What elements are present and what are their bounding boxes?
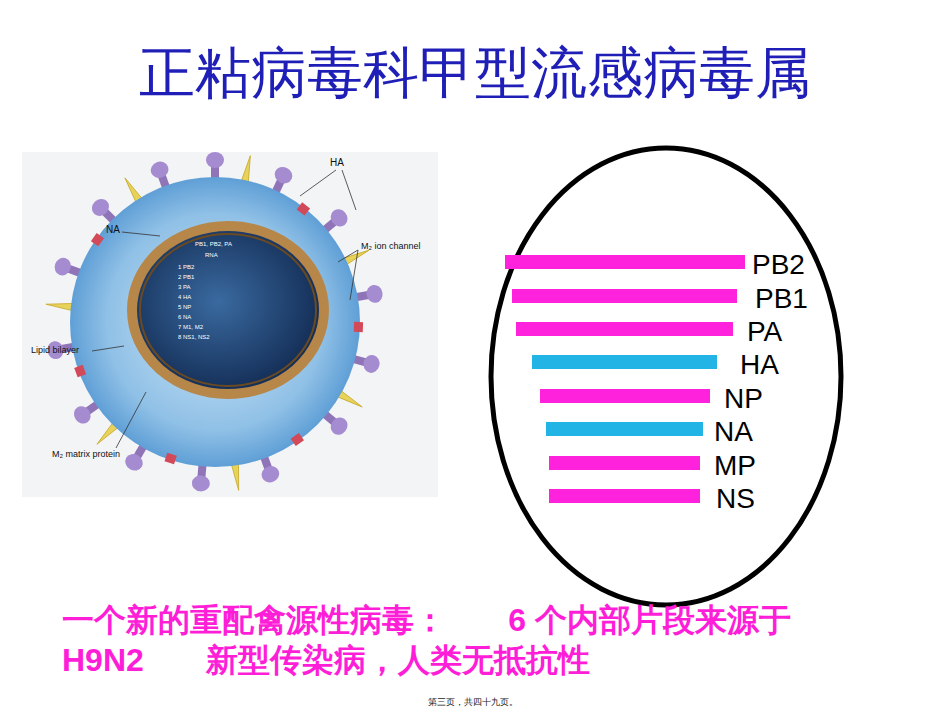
genome-ellipse: PB2PB1PAHA NPNA MPNS bbox=[488, 145, 844, 608]
na-spikes bbox=[46, 155, 371, 491]
core-label: PB1, PB2, PA bbox=[195, 240, 232, 248]
segment-line: 3 PA bbox=[178, 283, 191, 291]
part-label: M₂ matrix protein bbox=[52, 449, 120, 460]
part-label: HA bbox=[330, 157, 344, 169]
ellipse-outline bbox=[488, 145, 844, 608]
segment-bar bbox=[540, 389, 710, 403]
segment-label: NS bbox=[716, 484, 755, 514]
segment-line: 6 NA bbox=[178, 313, 191, 321]
matrix-inner-line bbox=[140, 234, 316, 386]
segment-label: NA bbox=[714, 417, 753, 447]
segment-bar bbox=[512, 289, 737, 303]
slide-title: 正粘病毒科甲型流感病毒属 bbox=[0, 40, 950, 106]
segment-bar bbox=[549, 489, 700, 503]
segment-bar bbox=[549, 456, 700, 470]
lipid-bilayer bbox=[70, 177, 360, 467]
segment-bar bbox=[516, 322, 733, 336]
segment-label: PB1 bbox=[755, 284, 808, 314]
segment-line: 4 HA bbox=[178, 293, 191, 301]
leader-lines bbox=[92, 170, 358, 448]
part-label: NA bbox=[106, 224, 120, 236]
segment-label: MP bbox=[714, 451, 756, 481]
segment-label: NP bbox=[724, 384, 763, 414]
segment-bar bbox=[505, 255, 745, 269]
m2-channels bbox=[74, 202, 363, 464]
illustration-ground bbox=[22, 152, 438, 497]
segment-bar bbox=[546, 422, 703, 436]
segment-bar bbox=[532, 355, 717, 369]
part-label: Lipid bilayer bbox=[31, 345, 79, 356]
matrix-shell bbox=[132, 226, 324, 394]
segment-line: 1 PB2 bbox=[178, 263, 194, 271]
part-label: M₂ ion channel bbox=[361, 241, 421, 252]
segment-label: PB2 bbox=[752, 250, 805, 280]
slide-caption: 一个新的重配禽源性病毒： 6 个内部片段来源于 H9N2 新型传染病，人类无抵抗… bbox=[62, 600, 832, 680]
segment-line: 2 PB1 bbox=[178, 273, 194, 281]
segment-label: PA bbox=[747, 317, 782, 347]
ellipse-border bbox=[491, 148, 841, 605]
segment-line: 5 NP bbox=[178, 303, 191, 311]
ha-spikes bbox=[46, 152, 384, 492]
segment-line: 8 NS1, NS2 bbox=[178, 333, 210, 341]
page-footer: 第三页，共四十九页。 bbox=[428, 697, 518, 708]
segment-label: HA bbox=[740, 350, 779, 380]
segment-line: 7 M1, M2 bbox=[178, 323, 203, 331]
core-label: RNA bbox=[205, 251, 218, 259]
